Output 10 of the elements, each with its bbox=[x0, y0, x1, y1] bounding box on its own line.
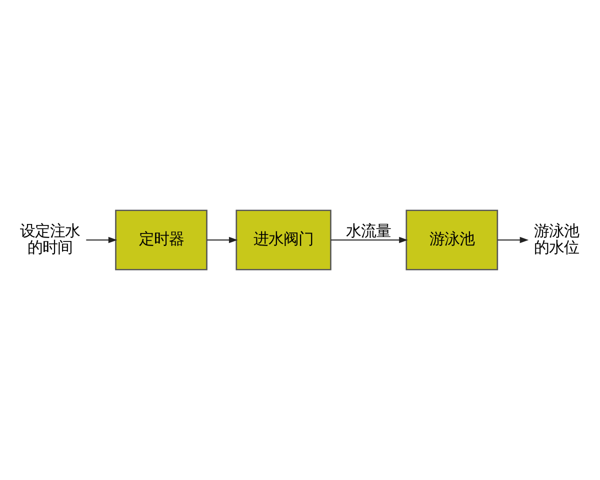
arrow bbox=[498, 236, 529, 244]
node-box: 定时器 bbox=[115, 210, 208, 270]
node-box: 进水阀门 bbox=[236, 210, 332, 270]
arrow bbox=[86, 236, 118, 244]
node-text: 设定注水的时间 bbox=[20, 222, 80, 256]
node-text: 游泳池的水位 bbox=[534, 222, 580, 256]
arrow bbox=[330, 236, 408, 244]
node-box: 游泳池 bbox=[406, 210, 498, 270]
arrow bbox=[207, 236, 238, 244]
edge-label: 水流量 bbox=[346, 222, 392, 240]
